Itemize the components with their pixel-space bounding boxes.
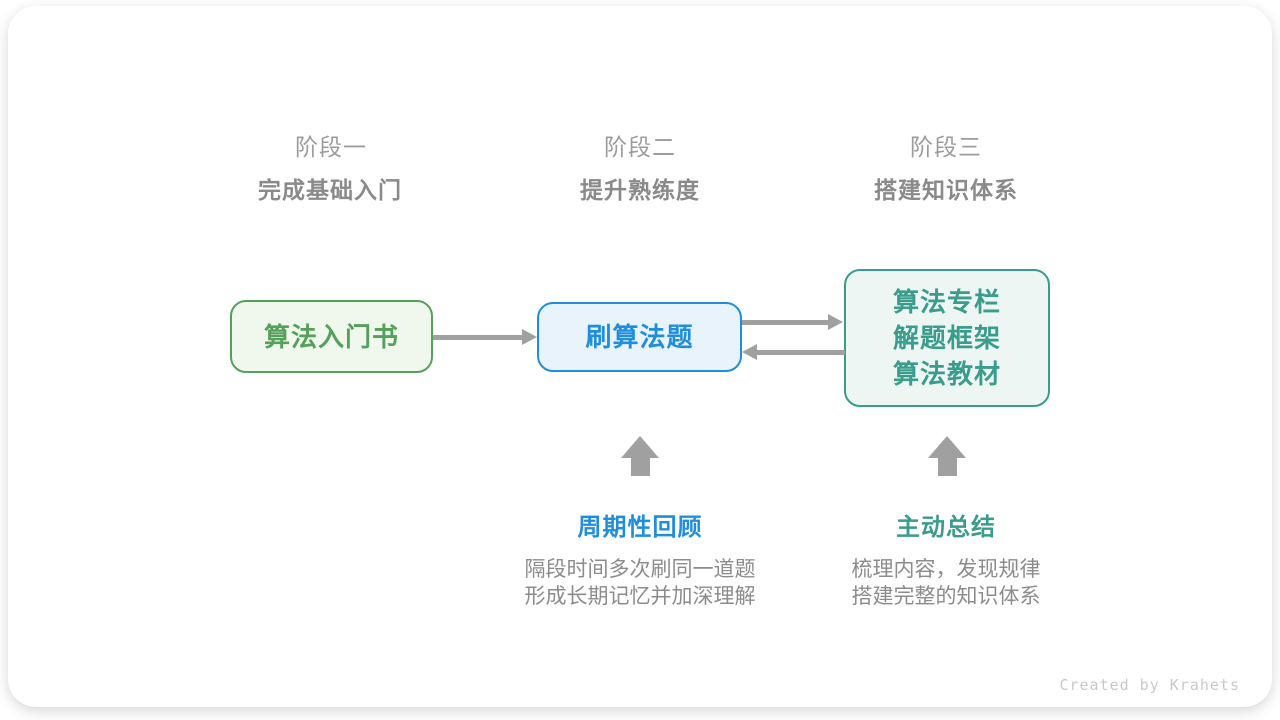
- stage-3-label: 阶段三: [910, 134, 982, 160]
- stage-1-subtitle: 完成基础入门: [258, 177, 402, 203]
- arrow-stem: [630, 458, 650, 476]
- annotation-active-summary-title: 主动总结: [896, 514, 996, 541]
- arrow-shaft: [757, 349, 845, 355]
- arrow-head: [742, 344, 757, 360]
- arrow-shaft: [742, 319, 828, 325]
- annotation-periodic-review-desc: 隔段时间多次刷同一道题 形成长期记忆并加深理解: [525, 556, 756, 610]
- node-practice-problems-label: 刷算法题: [585, 322, 694, 352]
- annotation-active-summary-desc: 梳理内容，发现规律 搭建完整的知识体系: [852, 556, 1041, 610]
- arrow-stem: [937, 458, 957, 476]
- credit-text: Created by Krahets: [1059, 676, 1240, 694]
- arrow-head: [522, 329, 537, 345]
- node-intro-book: 算法入门书: [230, 300, 433, 373]
- annotation-desc-line: 形成长期记忆并加深理解: [524, 585, 756, 608]
- node-resource-line-2: 解题框架: [892, 323, 1001, 353]
- arrow-right-icon: [433, 329, 537, 345]
- arrow-up-icon: [928, 436, 966, 476]
- stage-1-label: 阶段一: [295, 134, 367, 160]
- arrow-shaft: [433, 334, 522, 340]
- arrow-left-icon: [742, 344, 845, 360]
- node-resource-line-1: 算法专栏: [892, 287, 1001, 317]
- arrow-head: [621, 436, 659, 458]
- arrow-up-icon: [621, 436, 659, 476]
- node-intro-book-label: 算法入门书: [263, 321, 399, 352]
- stage-2-subtitle: 提升熟练度: [580, 177, 700, 203]
- node-resource-line-3: 算法教材: [892, 359, 1001, 389]
- stage-3-subtitle: 搭建知识体系: [874, 177, 1018, 203]
- arrow-head: [828, 314, 843, 330]
- annotation-desc-line: 隔段时间多次刷同一道题: [524, 558, 756, 581]
- annotation-periodic-review-title: 周期性回顾: [577, 514, 703, 541]
- arrow-head: [928, 436, 966, 458]
- annotation-desc-line: 梳理内容，发现规律: [851, 558, 1041, 581]
- annotation-desc-line: 搭建完整的知识体系: [851, 585, 1041, 608]
- arrow-right-icon: [742, 314, 843, 330]
- node-practice-problems: 刷算法题: [537, 302, 742, 372]
- stage-2-label: 阶段二: [604, 134, 676, 160]
- node-knowledge-resources: 算法专栏 解题框架 算法教材: [844, 269, 1050, 407]
